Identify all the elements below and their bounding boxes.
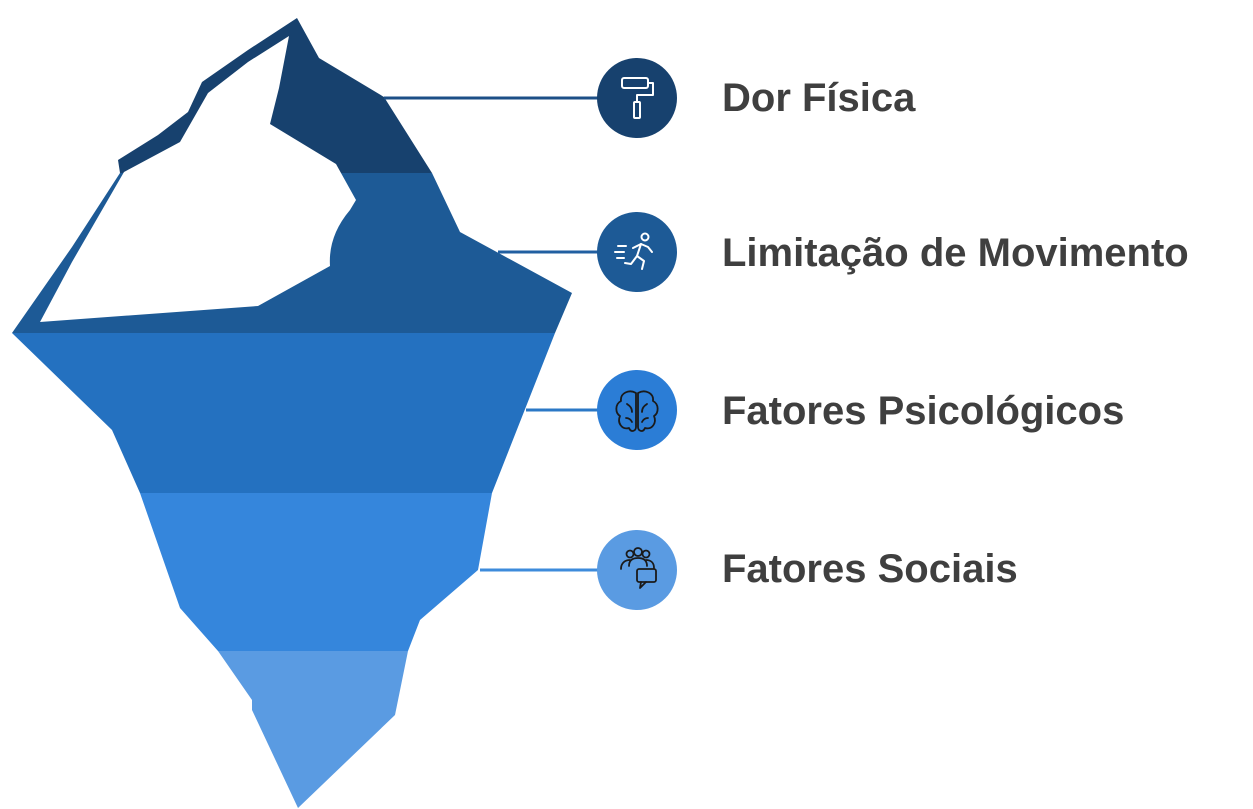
- paint-roller-icon: [621, 77, 654, 119]
- icon-circle-2: [597, 212, 677, 292]
- people-chat-icon: [620, 547, 657, 589]
- iceberg-middle-layer: [12, 333, 555, 493]
- layer-label-dor-fisica: Dor Física: [722, 76, 916, 120]
- layer-label-limitacao-de-movimento: Limitação de Movimento: [722, 231, 1189, 275]
- iceberg-base-layer: [218, 651, 408, 808]
- running-person-icon: [614, 232, 653, 270]
- iceberg-lower-layer: [140, 493, 492, 651]
- layer-label-fatores-sociais: Fatores Sociais: [722, 547, 1018, 591]
- icon-circle-3: [597, 370, 677, 450]
- layer-label-fatores-psicologicos: Fatores Psicológicos: [722, 389, 1125, 433]
- iceberg-snow-cap: [40, 36, 356, 322]
- brain-icon: [615, 390, 659, 432]
